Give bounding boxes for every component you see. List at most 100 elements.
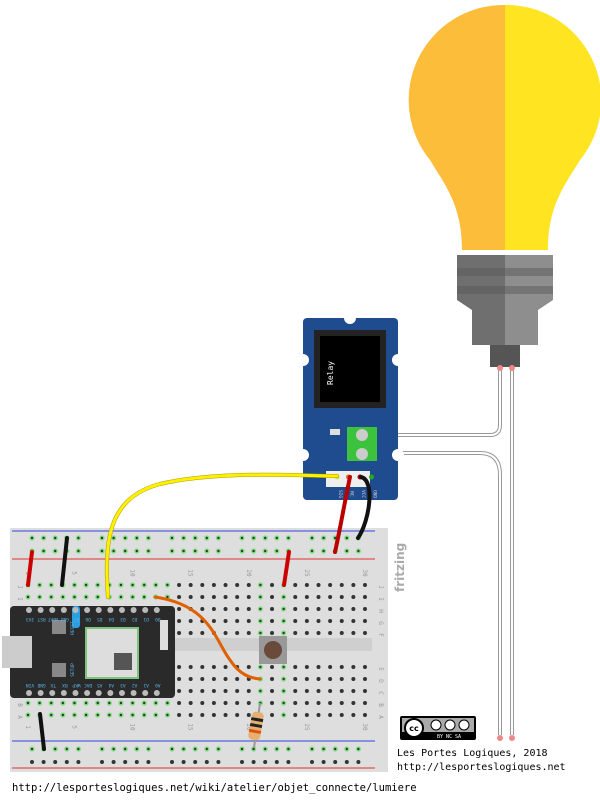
rail-hole-center xyxy=(217,747,220,751)
column-number: 10 xyxy=(129,723,136,731)
breadboard-hole-center xyxy=(108,713,111,717)
reset-label: RESET xyxy=(70,621,76,635)
breadboard-hole xyxy=(235,713,240,717)
breadboard-hole xyxy=(362,631,367,635)
rail-hole-center xyxy=(100,536,104,540)
breadboard-hole-center xyxy=(166,595,169,599)
breadboard-hole xyxy=(177,607,182,611)
breadboard-hole xyxy=(188,583,193,587)
breadboard-hole xyxy=(362,677,367,681)
rail-hole xyxy=(30,760,34,764)
light-bulb xyxy=(408,4,600,367)
photon-pin-label: A0 xyxy=(155,682,161,688)
rail-hole xyxy=(64,760,69,764)
photon-pin xyxy=(107,607,114,613)
rail-hole-center xyxy=(240,536,244,540)
push-button xyxy=(259,636,287,664)
rail-hole-center xyxy=(112,536,115,540)
breadboard-hole-center xyxy=(96,583,99,587)
photon-pin xyxy=(49,607,56,613)
breadboard-hole xyxy=(246,595,251,599)
rail-hole-center xyxy=(100,747,104,751)
fritzing-logo: fritzing xyxy=(393,543,407,592)
breadboard-hole xyxy=(351,713,356,717)
rail-hole-center xyxy=(310,549,314,553)
photon-pin-label: VIN xyxy=(26,682,34,688)
breadboard-hole xyxy=(304,619,309,623)
rail-hole-center xyxy=(147,549,150,553)
column-number: 20 xyxy=(245,723,252,731)
breadboard-hole-center xyxy=(154,583,158,587)
credit-site: http://lesporteslogiques.net xyxy=(397,762,566,773)
breadboard-hole xyxy=(188,631,193,635)
breadboard-hole-center xyxy=(38,583,41,587)
breadboard-hole-center xyxy=(84,583,88,587)
row-label: A xyxy=(377,715,384,719)
breadboard-hole xyxy=(223,713,228,717)
rail-hole-center xyxy=(170,747,174,751)
rail-hole-center xyxy=(217,536,220,540)
rail-hole-center xyxy=(345,747,348,751)
breadboard-hole xyxy=(223,619,228,623)
breadboard-hole-center xyxy=(119,713,123,717)
photon-pin xyxy=(60,690,67,696)
breadboard-hole xyxy=(223,701,228,705)
breadboard-hole xyxy=(235,701,240,705)
breadboard-hole xyxy=(200,665,205,669)
breadboard-hole xyxy=(200,713,205,717)
photon-pin xyxy=(37,690,44,696)
rail-hole-center xyxy=(147,747,150,751)
breadboard-hole-center xyxy=(282,595,285,599)
breadboard-hole-center xyxy=(119,701,123,705)
breadboard-hole xyxy=(293,595,298,599)
rail-hole-center xyxy=(310,747,314,751)
photon-pin-label: DAC xyxy=(84,682,92,688)
rail-hole-center xyxy=(124,549,127,553)
breadboard-hole-center xyxy=(282,619,285,623)
rail-hole-center xyxy=(182,747,185,751)
breadboard-hole xyxy=(246,631,251,635)
breadboard-hole-center xyxy=(143,701,146,705)
breadboard-hole xyxy=(304,607,309,611)
breadboard-hole xyxy=(316,607,321,611)
breadboard-hole xyxy=(328,583,333,587)
rail-hole xyxy=(344,760,349,764)
rail-hole-center xyxy=(182,549,185,553)
rail-hole-center xyxy=(357,747,360,751)
rail-hole xyxy=(204,760,209,764)
breadboard-hole-center xyxy=(282,665,285,669)
breadboard-hole xyxy=(339,665,344,669)
breadboard-hole-center xyxy=(50,713,53,717)
column-number: 1 xyxy=(24,725,31,729)
row-label: I xyxy=(377,597,384,601)
rail-hole-center xyxy=(124,536,127,540)
breadboard-hole-center xyxy=(259,619,262,623)
rail-hole-center xyxy=(100,549,104,553)
relay-pin-label: NC xyxy=(349,491,355,497)
breadboard-hole xyxy=(293,665,298,669)
breadboard-hole-center xyxy=(131,595,134,599)
photon-pin xyxy=(84,690,91,696)
photon-pin-label: D5 xyxy=(97,616,103,622)
breadboard-hole xyxy=(235,619,240,623)
breadboard-hole xyxy=(339,677,344,681)
breadboard-hole xyxy=(339,583,344,587)
breadboard-hole-center xyxy=(259,631,262,635)
rail-hole xyxy=(181,760,186,764)
breadboard-hole xyxy=(328,713,333,717)
breadboard-hole xyxy=(200,701,205,705)
breadboard-hole xyxy=(188,713,193,717)
breadboard-hole xyxy=(177,583,182,587)
rail-hole-center xyxy=(54,536,57,540)
photon-pin xyxy=(26,690,32,696)
breadboard-hole xyxy=(328,595,333,599)
breadboard-hole xyxy=(270,713,275,717)
breadboard-hole xyxy=(270,619,275,623)
photon-pin-label: D7 xyxy=(73,616,79,622)
breadboard-hole xyxy=(188,595,193,599)
breadboard-hole xyxy=(339,701,344,705)
rail-hole-center xyxy=(264,747,267,751)
breadboard-hole-center xyxy=(131,583,134,587)
